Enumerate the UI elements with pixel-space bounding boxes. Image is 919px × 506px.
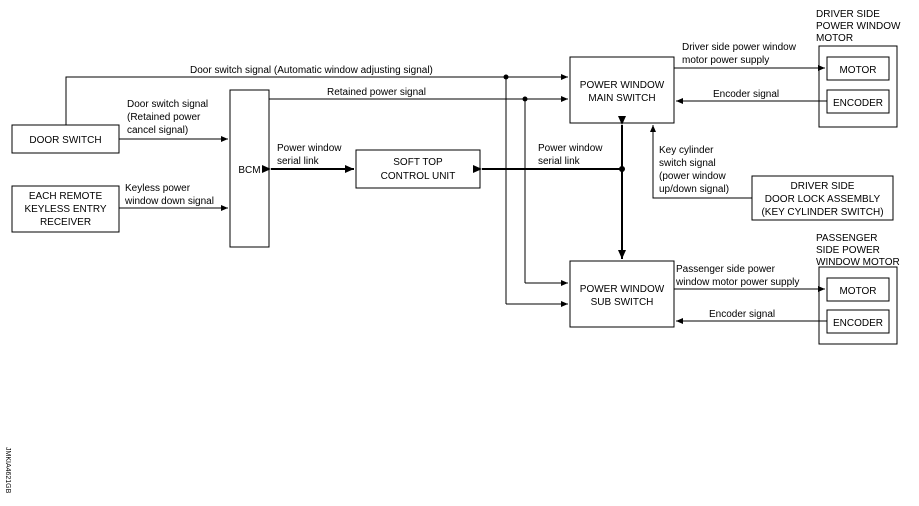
soft-top-label-2: CONTROL UNIT: [381, 171, 456, 182]
driver-motor-group: DRIVER SIDE POWER WINDOW MOTOR MOTOR ENC…: [816, 9, 901, 128]
door-switch-retained-label-2: (Retained power: [127, 112, 201, 123]
key-cylinder-label-3: (power window: [659, 171, 726, 182]
door-switch-box: DOOR SWITCH: [11, 124, 120, 154]
passenger-motor-box: [826, 277, 890, 302]
passenger-encoder-label: ENCODER: [833, 318, 883, 329]
key-cylinder-label-1: Key cylinder: [659, 145, 714, 156]
keyless-label-2: window down signal: [124, 196, 214, 207]
driver-group-title-1: DRIVER SIDE: [816, 9, 880, 20]
serial-link-bus: [262, 116, 626, 259]
driver-power-label-1: Driver side power window: [682, 42, 797, 53]
door-switch-auto-signal-wire: [65, 74, 568, 307]
door-switch-label: DOOR SWITCH: [29, 135, 101, 146]
pw-main-label-1: POWER WINDOW: [580, 80, 665, 91]
remote-keyless-label-2: KEYLESS ENTRY: [24, 204, 106, 215]
passenger-power-label-2: window motor power supply: [675, 277, 799, 288]
main-serial-label-2: serial link: [538, 156, 581, 167]
passenger-group-title-2: SIDE POWER: [816, 245, 880, 256]
driver-power-label-2: motor power supply: [682, 55, 769, 66]
bcm-serial-label-2: serial link: [277, 156, 320, 167]
bcm-box: BCM: [229, 89, 270, 248]
driver-motor-box: [826, 56, 890, 81]
driver-encoder-label: ENCODER: [833, 98, 883, 109]
bcm-label: BCM: [238, 165, 260, 176]
main-serial-label-1: Power window: [538, 143, 603, 154]
key-cylinder-wire: [650, 125, 752, 199]
remote-keyless-label-1: EACH REMOTE: [29, 191, 103, 202]
passenger-encoder-signal-label: Encoder signal: [709, 309, 775, 320]
pw-sub-switch-box: POWER WINDOW SUB SWITCH: [569, 260, 675, 328]
door-switch-auto-signal-label: Door switch signal (Automatic window adj…: [190, 65, 433, 76]
door-switch-retained-label-1: Door switch signal: [127, 99, 208, 110]
passenger-power-label-1: Passenger side power: [676, 264, 776, 275]
retained-power-label: Retained power signal: [327, 87, 426, 98]
driver-motor-label: MOTOR: [839, 65, 876, 76]
pw-sub-label-1: POWER WINDOW: [580, 284, 665, 295]
driver-group-title-2: POWER WINDOW: [816, 21, 901, 32]
driver-encoder-signal-label: Encoder signal: [713, 89, 779, 100]
bcm-serial-label-1: Power window: [277, 143, 342, 154]
passenger-group-title-1: PASSENGER: [816, 233, 878, 244]
door-lock-label-2: DOOR LOCK ASSEMBLY: [765, 194, 881, 205]
soft-top-control-unit-box: SOFT TOP CONTROL UNIT: [355, 149, 481, 189]
keyless-label-1: Keyless power: [125, 183, 191, 194]
passenger-motor-label: MOTOR: [839, 286, 876, 297]
pw-main-label-2: MAIN SWITCH: [588, 93, 655, 104]
soft-top-label-1: SOFT TOP: [393, 157, 443, 168]
remote-keyless-label-3: RECEIVER: [40, 217, 91, 228]
retained-power-wire: [269, 96, 568, 286]
pw-main-switch-box: POWER WINDOW MAIN SWITCH: [569, 56, 675, 124]
key-cylinder-label-4: up/down signal): [659, 184, 729, 195]
door-lock-label-3: (KEY CYLINDER SWITCH): [761, 207, 883, 218]
figure-id-label: JMKIA4621GB: [4, 447, 11, 494]
driver-group-title-3: MOTOR: [816, 33, 853, 44]
remote-keyless-receiver-box: EACH REMOTE KEYLESS ENTRY RECEIVER: [11, 185, 120, 233]
door-lock-label-1: DRIVER SIDE: [791, 181, 855, 192]
pw-sub-label-2: SUB SWITCH: [591, 297, 654, 308]
door-lock-assembly-box: DRIVER SIDE DOOR LOCK ASSEMBLY (KEY CYLI…: [751, 175, 894, 221]
door-switch-retained-label-3: cancel signal): [127, 125, 188, 136]
passenger-group-title-3: WINDOW MOTOR: [816, 257, 900, 268]
passenger-motor-group: PASSENGER SIDE POWER WINDOW MOTOR MOTOR …: [816, 233, 900, 345]
key-cylinder-label-2: switch signal: [659, 158, 716, 169]
